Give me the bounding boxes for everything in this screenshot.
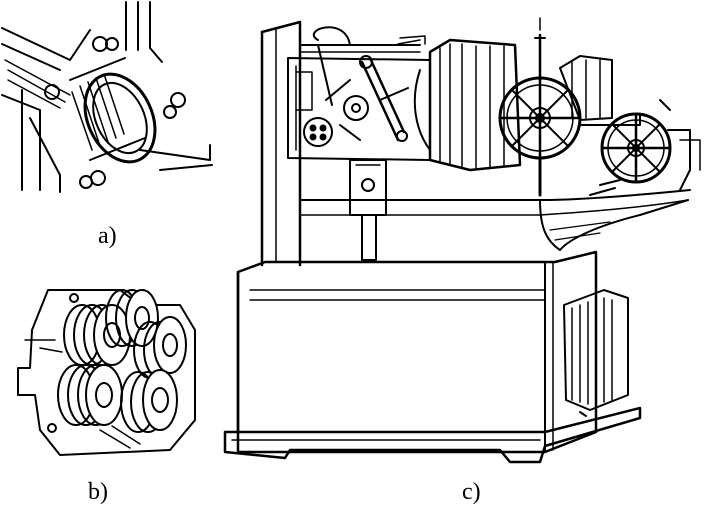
caption-c: c) — [462, 479, 481, 505]
machine-tool-icon — [223, 17, 701, 464]
roller-head-icon — [17, 289, 196, 456]
caption-b: b) — [88, 479, 108, 505]
caption-a: a) — [98, 223, 117, 249]
pipe-roller-detail-icon — [1, 1, 213, 193]
